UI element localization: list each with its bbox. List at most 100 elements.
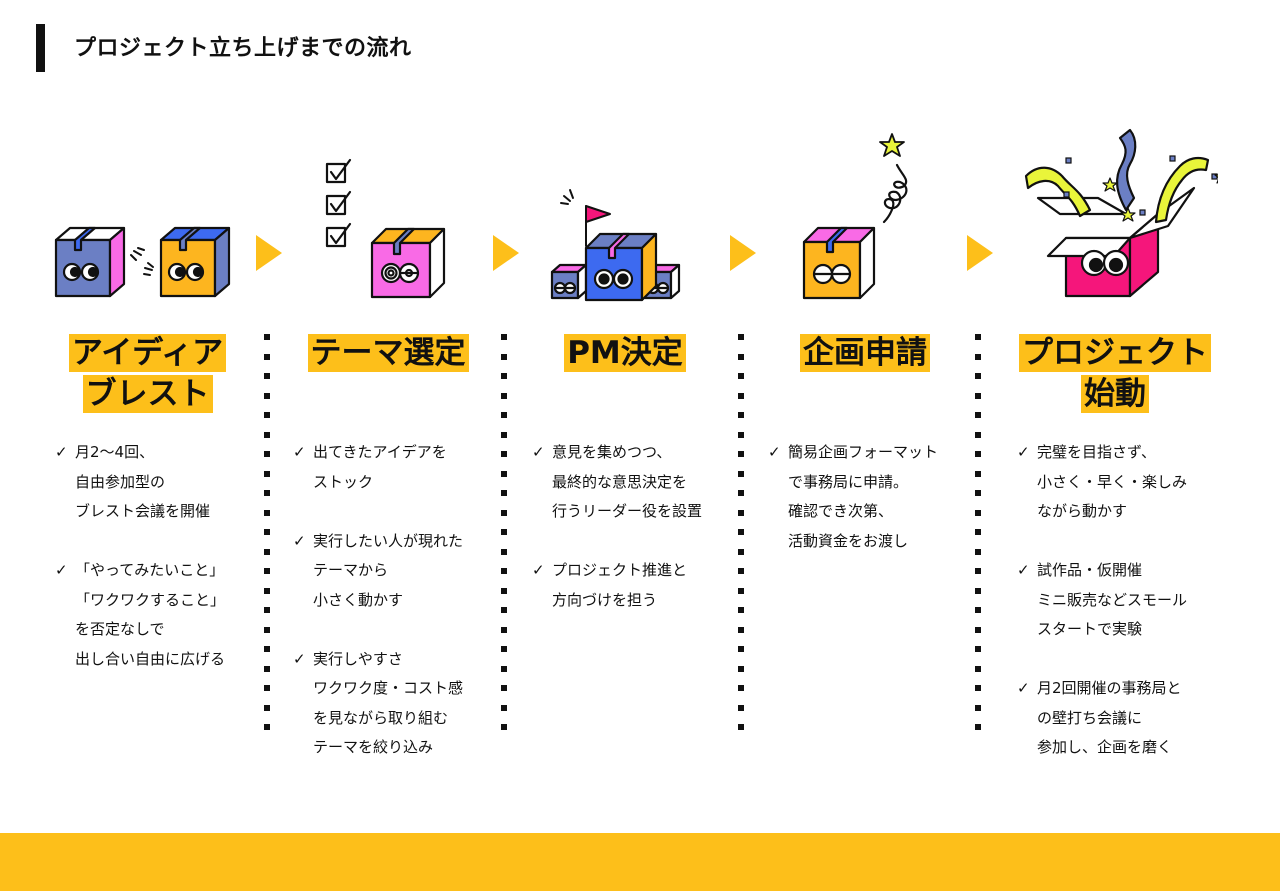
divider-dot xyxy=(975,548,981,555)
divider-dot xyxy=(738,470,744,477)
step-title-line: プロジェクト xyxy=(1019,334,1211,372)
divider-dot xyxy=(738,724,744,730)
divider-dot xyxy=(264,451,270,457)
bullet-line: 確認でき次第、 xyxy=(768,497,938,527)
divider-dot xyxy=(975,334,981,340)
bullet-item: ✓簡易企画フォーマットで事務局に申請。確認でき次第、活動資金をお渡し xyxy=(768,438,938,556)
divider-dot xyxy=(738,607,744,613)
bullet-text: テーマから xyxy=(313,561,389,579)
divider-dot xyxy=(738,685,744,691)
divider-dot xyxy=(264,685,270,691)
divider-dot xyxy=(738,392,744,399)
divider-dot xyxy=(501,704,507,711)
bullet-list: ✓出てきたアイデアをストック✓実行したい人が現れたテーマから小さく動かす✓実行し… xyxy=(293,438,463,792)
divider-dot xyxy=(975,373,981,379)
check-icon: ✓ xyxy=(293,443,306,461)
divider-dot xyxy=(738,704,744,711)
divider-dot xyxy=(501,392,507,399)
bullet-text: 意見を集めつつ、 xyxy=(552,443,672,461)
bullet-text: ながら動かす xyxy=(1037,502,1128,520)
divider-dot xyxy=(975,392,981,399)
divider-dot xyxy=(975,568,981,574)
step-title-idea-brainstorm: アイディア ブレスト xyxy=(40,334,255,416)
leader-box-with-flag-icon xyxy=(550,189,681,302)
check-icon: ✓ xyxy=(532,443,545,461)
bullet-line: 参加し、企画を磨く xyxy=(1017,733,1187,763)
step-title-line: テーマ選定 xyxy=(307,334,469,372)
bullet-item: ✓完璧を目指さず、小さく・早く・楽しみながら動かす xyxy=(1017,438,1187,527)
bullet-text: 簡易企画フォーマット xyxy=(788,443,939,461)
divider-dot xyxy=(975,470,981,477)
check-icon: ✓ xyxy=(293,531,306,550)
bullet-text: プロジェクト推進と xyxy=(552,561,688,579)
bullet-text: 月2〜4回、 xyxy=(75,443,155,461)
divider-dot xyxy=(975,704,981,711)
divider-dot xyxy=(501,334,507,340)
bullet-item: ✓「やってみたいこと」「ワクワクすること」を否定なしで出し合い自由に広げる xyxy=(55,556,225,674)
divider-dot xyxy=(501,431,507,438)
divider-dot xyxy=(975,431,981,438)
step-title-line: アイディア xyxy=(68,334,227,372)
divider-dot xyxy=(501,490,507,496)
bullet-list: ✓簡易企画フォーマットで事務局に申請。確認でき次第、活動資金をお渡し xyxy=(768,438,938,586)
divider-dot xyxy=(738,373,744,379)
divider-dot xyxy=(738,412,744,418)
bullet-line: テーマを絞り込み xyxy=(293,733,463,763)
bullet-line: 小さく動かす xyxy=(293,586,463,616)
bullet-line: 最終的な意思決定を xyxy=(532,468,702,498)
bullet-text: ミニ販売などスモール xyxy=(1037,590,1188,609)
step-title-line: 企画申請 xyxy=(800,334,930,372)
divider-dot xyxy=(264,626,270,633)
divider-dot xyxy=(501,665,507,672)
divider-dot xyxy=(501,626,507,633)
bullet-text: 「やってみたいこと」 xyxy=(75,561,225,579)
divider-dot xyxy=(501,470,507,477)
step-title-project-launch: プロジェクト 始動 xyxy=(995,334,1235,416)
bullet-item: ✓ プロジェクト推進と方向づけを担う xyxy=(532,556,702,615)
step-title-line: 始動 xyxy=(1081,375,1149,413)
arrow-right-icon xyxy=(967,235,993,271)
divider-dot xyxy=(975,646,981,652)
bullet-text: を見ながら取り組む xyxy=(313,708,449,727)
divider-dot xyxy=(738,548,744,555)
bullet-item: ✓試作品・仮開催ミニ販売などスモールスタートで実験 xyxy=(1017,556,1187,645)
bullet-text: 参加し、企画を磨く xyxy=(1037,738,1173,756)
bullet-line: ミニ販売などスモール xyxy=(1017,586,1187,616)
divider-dot xyxy=(501,353,507,360)
divider-dot xyxy=(975,509,981,516)
bullet-line: 方向づけを担う xyxy=(532,586,702,616)
bullet-item: ✓ 実行したい人が現れたテーマから小さく動かす xyxy=(293,527,463,616)
arrow-right-icon xyxy=(256,235,282,271)
bullet-text: 行うリーダー役を設置 xyxy=(552,502,703,520)
divider-dot xyxy=(501,529,507,535)
step-title-proposal: 企画申請 xyxy=(755,334,975,375)
divider-dot xyxy=(975,587,981,594)
divider-dot xyxy=(264,412,270,418)
divider-dot xyxy=(264,568,270,574)
bullet-text: 「ワクワクすること」 xyxy=(75,590,226,609)
divider-dot xyxy=(738,568,744,574)
divider-dot xyxy=(975,626,981,633)
bullet-text: 実行したい人が現れた xyxy=(313,531,464,550)
dotted-divider xyxy=(501,334,507,730)
bullet-item: ✓出てきたアイデアをストック xyxy=(293,438,463,497)
check-icon: ✓ xyxy=(532,561,545,579)
divider-dot xyxy=(501,685,507,691)
bullet-text: 最終的な意思決定を xyxy=(552,472,688,491)
bullet-text: 実行しやすさ xyxy=(313,649,403,668)
bullet-line: ブレスト会議を開催 xyxy=(55,497,225,527)
divider-dot xyxy=(501,607,507,613)
footer-band xyxy=(0,833,1280,891)
bullet-text: 小さく・早く・楽しみ xyxy=(1037,472,1188,491)
divider-dot xyxy=(975,685,981,691)
bullet-text: ストック xyxy=(313,472,374,491)
bullet-line: ✓ 簡易企画フォーマット xyxy=(768,438,938,468)
check-icon: ✓ xyxy=(768,443,781,461)
bullet-text: 完璧を目指さず、 xyxy=(1037,443,1156,461)
bullet-item: ✓ 意見を集めつつ、最終的な意思決定を行うリーダー役を設置 xyxy=(532,438,702,527)
check-icon: ✓ xyxy=(1017,679,1030,697)
bullet-line: ✓完璧を目指さず、 xyxy=(1017,438,1187,468)
divider-dot xyxy=(738,626,744,633)
divider-dot xyxy=(264,490,270,496)
divider-dot xyxy=(975,724,981,730)
